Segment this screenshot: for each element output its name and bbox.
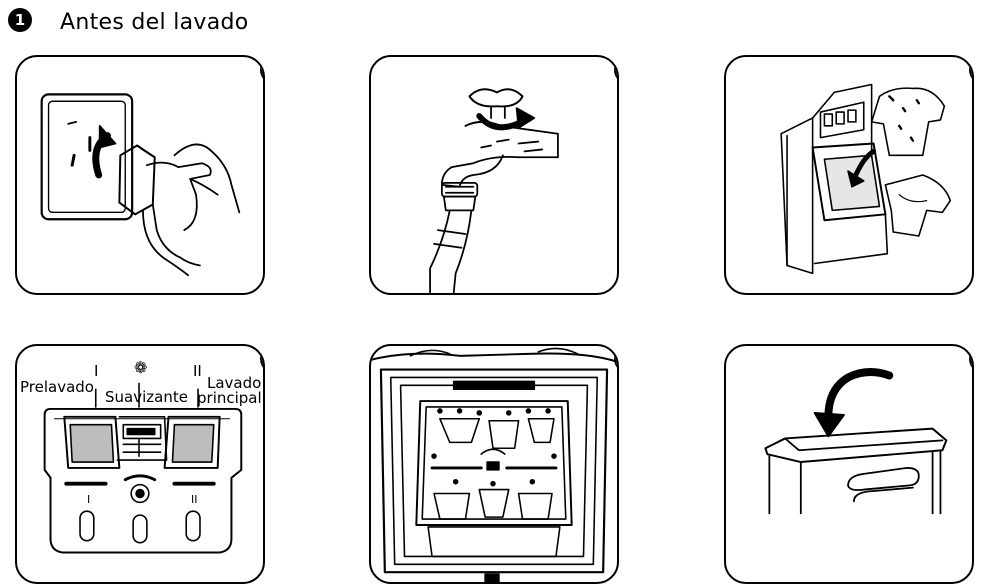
unplug-illustration bbox=[17, 57, 263, 293]
flower-icon: ❁ bbox=[134, 360, 147, 375]
header-step-badge: 1 bbox=[8, 8, 32, 32]
prewash-compartment-mark: I bbox=[94, 364, 98, 379]
step-panel-3: 3 bbox=[724, 55, 974, 295]
water-tap-illustration bbox=[371, 57, 617, 293]
mainwash-bottom-mark: II bbox=[191, 492, 198, 507]
step-panel-5: 5 bbox=[369, 344, 619, 584]
close-lid-illustration bbox=[726, 346, 972, 582]
step-panel-2: 2 bbox=[369, 55, 619, 295]
step-panel-4: I ❁ II Prelavado Suavizante Lavado princ… bbox=[15, 344, 265, 584]
step-panel-6: 6 bbox=[724, 344, 974, 584]
mainwash-compartment-mark: II bbox=[193, 364, 202, 379]
load-laundry-illustration bbox=[726, 57, 972, 293]
mainwash-label-line2: principal bbox=[197, 391, 262, 406]
prewash-label: Prelavado bbox=[20, 380, 94, 395]
prewash-bottom-mark: I bbox=[87, 492, 90, 507]
softener-label: Suavizante bbox=[105, 390, 188, 405]
washer-drum-illustration bbox=[371, 346, 617, 582]
step-panel-1: 1 bbox=[15, 55, 265, 295]
page-title: Antes del lavado bbox=[60, 10, 249, 35]
